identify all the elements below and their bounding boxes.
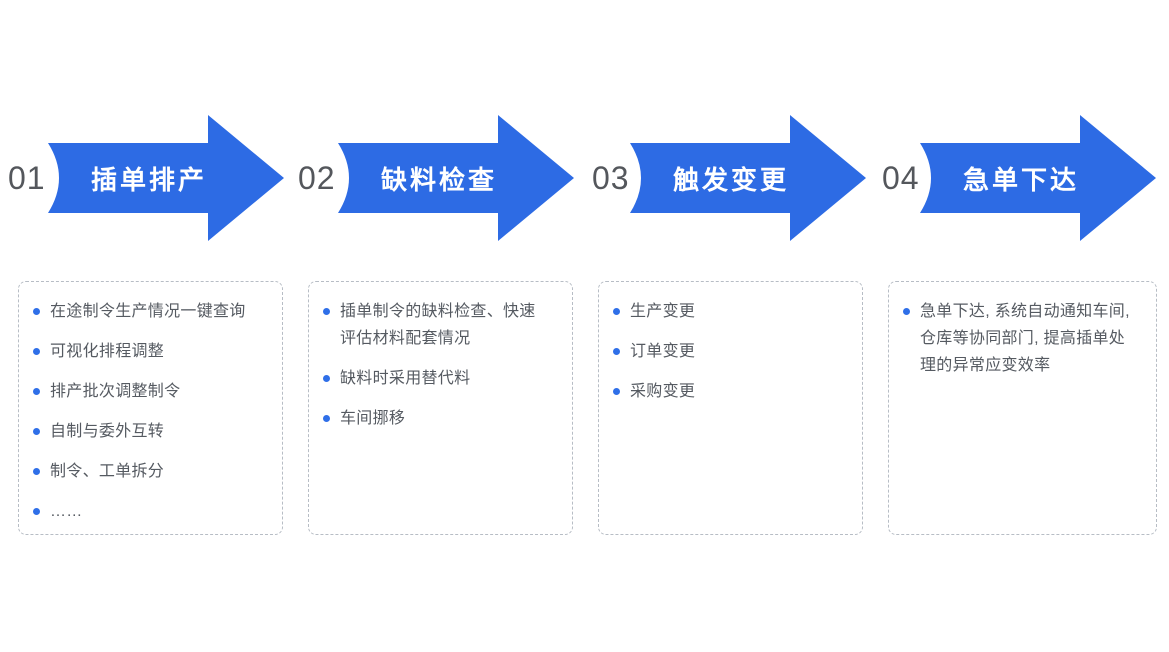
list-item: 缺料时采用替代料 [323,365,547,392]
list-item-text: 在途制令生产情况一键查询 [50,303,246,320]
list-item-text: 可视化排程调整 [50,343,165,360]
step-3-details-box: 生产变更 订单变更 采购变更 [598,281,863,535]
bullet-icon [33,508,40,515]
step-1: 01 插单排产 在途制令生产情况一键查询 可视化排程调整 排产批次调整制令 [0,0,290,652]
step-4: 04 急单下达 急单下达, 系统自动通知车间, 仓库等协同部门, 提高插单处理的… [870,0,1160,652]
list-item-text: 采购变更 [630,383,696,400]
list-item-text: 订单变更 [630,343,696,360]
step-1-flow-arrow: 插单排产 [48,113,284,243]
list-item-text: 插单制令的缺料检查、快速评估材料配套情况 [340,303,536,347]
list-item-text: 制令、工单拆分 [50,463,165,480]
step-1-number: 01 [8,160,46,196]
arrow-right-icon [920,115,1156,241]
bullet-icon [613,308,620,315]
arrow-right-icon [630,115,866,241]
bullet-icon [323,375,330,382]
list-item-text: 自制与委外互转 [50,423,165,440]
bullet-icon [33,428,40,435]
step-2-item-list: 插单制令的缺料检查、快速评估材料配套情况 缺料时采用替代料 车间挪移 [323,298,547,432]
list-item: 排产批次调整制令 [33,378,257,405]
step-3-item-list: 生产变更 订单变更 采购变更 [613,298,837,405]
step-3-title: 触发变更 [672,164,789,195]
step-2-details-box: 插单制令的缺料检查、快速评估材料配套情况 缺料时采用替代料 车间挪移 [308,281,573,535]
list-item-text: 车间挪移 [340,410,406,427]
step-3-flow-arrow: 触发变更 [630,113,866,243]
step-2: 02 缺料检查 插单制令的缺料检查、快速评估材料配套情况 缺料时采用替代料 车间… [290,0,580,652]
list-item: 急单下达, 系统自动通知车间, 仓库等协同部门, 提高插单处理的异常应变效率 [903,298,1131,379]
step-4-number: 04 [882,160,920,196]
step-4-title: 急单下达 [962,164,1079,195]
list-item: …… [33,498,257,525]
list-item: 采购变更 [613,378,837,405]
list-item-text: …… [50,503,83,520]
list-item: 生产变更 [613,298,837,325]
bullet-icon [613,388,620,395]
bullet-icon [323,308,330,315]
step-1-title: 插单排产 [90,164,207,195]
step-3-number: 03 [592,160,630,196]
arrow-right-icon [48,115,284,241]
step-4-flow-arrow: 急单下达 [920,113,1156,243]
list-item-text: 生产变更 [630,303,696,320]
arrow-right-icon [338,115,574,241]
list-item: 制令、工单拆分 [33,458,257,485]
bullet-icon [33,468,40,475]
bullet-icon [323,415,330,422]
step-2-title: 缺料检查 [380,164,497,195]
list-item: 插单制令的缺料检查、快速评估材料配套情况 [323,298,547,352]
list-item-text: 排产批次调整制令 [50,383,181,400]
bullet-icon [613,348,620,355]
list-item: 自制与委外互转 [33,418,257,445]
step-2-number: 02 [298,160,336,196]
list-item: 订单变更 [613,338,837,365]
list-item: 可视化排程调整 [33,338,257,365]
bullet-icon [33,388,40,395]
bullet-icon [33,308,40,315]
list-item: 车间挪移 [323,405,547,432]
list-item-text: 缺料时采用替代料 [340,370,471,387]
step-4-details-box: 急单下达, 系统自动通知车间, 仓库等协同部门, 提高插单处理的异常应变效率 [888,281,1157,535]
step-4-item-list: 急单下达, 系统自动通知车间, 仓库等协同部门, 提高插单处理的异常应变效率 [903,298,1131,379]
step-3: 03 触发变更 生产变更 订单变更 采购变更 [580,0,870,652]
step-1-item-list: 在途制令生产情况一键查询 可视化排程调整 排产批次调整制令 自制与委外互转 制令… [33,298,257,525]
step-2-flow-arrow: 缺料检查 [338,113,574,243]
bullet-icon [903,308,910,315]
step-1-details-box: 在途制令生产情况一键查询 可视化排程调整 排产批次调整制令 自制与委外互转 制令… [18,281,283,535]
bullet-icon [33,348,40,355]
list-item-text: 急单下达, 系统自动通知车间, 仓库等协同部门, 提高插单处理的异常应变效率 [920,303,1130,374]
list-item: 在途制令生产情况一键查询 [33,298,257,325]
